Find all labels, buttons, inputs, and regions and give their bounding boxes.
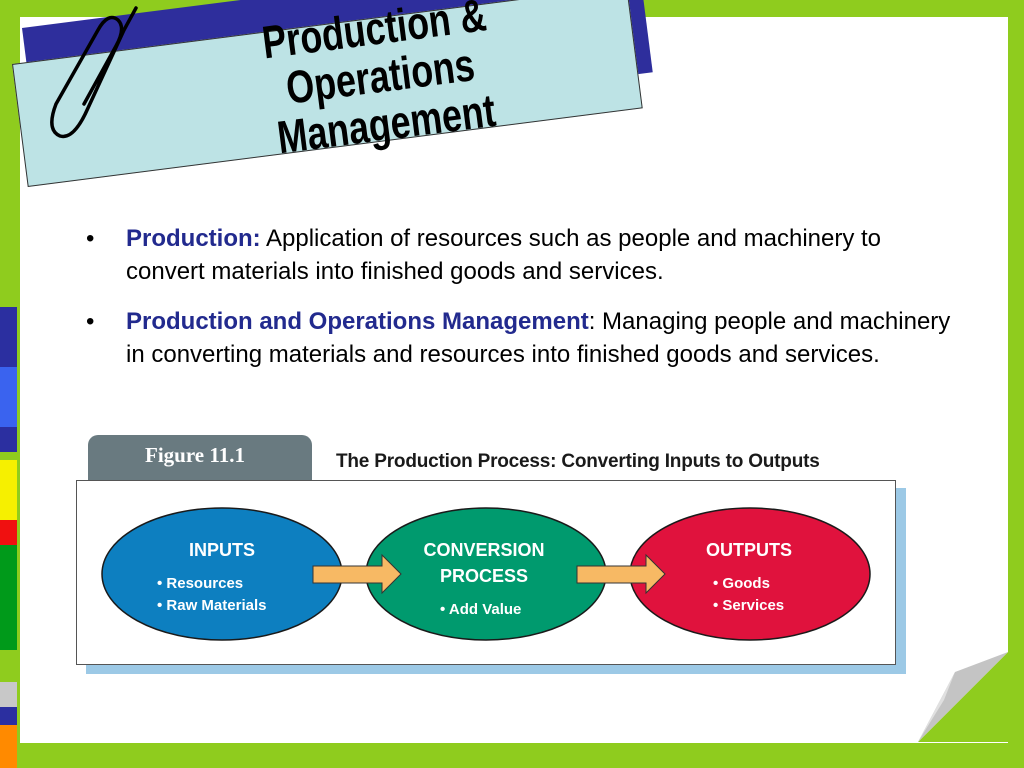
side-strip-blue — [0, 367, 17, 427]
conversion-item: • Add Value — [440, 601, 521, 618]
outputs-item: • Services — [713, 597, 784, 614]
outputs-heading: OUTPUTS — [706, 540, 792, 560]
bullet-list: • Production: Application of resources s… — [86, 222, 956, 388]
figure-label: Figure 11.1 — [145, 443, 245, 467]
outputs-item: • Goods — [713, 575, 770, 592]
conversion-heading: CONVERSION — [423, 540, 544, 560]
paperclip-icon — [50, 6, 138, 139]
side-strip-yellow — [0, 460, 17, 520]
bullet-dot: • — [86, 308, 95, 335]
side-strip-gray — [0, 682, 17, 707]
inputs-item: • Resources — [157, 575, 243, 592]
side-strip-green — [0, 545, 17, 650]
figure-caption: The Production Process: Converting Input… — [336, 451, 820, 472]
bullet-text: : Managing people and machinery in conve… — [126, 308, 951, 368]
bullet-dot: • — [86, 225, 95, 252]
outputs-ellipse — [629, 507, 871, 641]
conversion-heading-2: PROCESS — [440, 566, 528, 586]
side-strip-red — [0, 520, 17, 545]
inputs-item: • Raw Materials — [157, 597, 266, 614]
bullet-term: Production: — [126, 225, 261, 252]
side-strip-navy-2 — [0, 427, 17, 452]
bullet-term: Production and Operations Management — [126, 308, 589, 335]
side-strip-orange — [0, 725, 17, 768]
bullet-item-pom: • Production and Operations Management: … — [86, 305, 956, 371]
figure-tab — [88, 435, 312, 483]
side-strip-navy-3 — [0, 707, 17, 725]
bullet-item-production: • Production: Application of resources s… — [86, 222, 956, 288]
side-strip-navy — [0, 307, 17, 367]
inputs-heading: INPUTS — [189, 540, 255, 560]
arrow-right-icon — [576, 553, 666, 595]
bullet-text: Application of resources such as people … — [126, 225, 882, 285]
inputs-ellipse — [101, 507, 343, 641]
arrow-right-icon — [312, 553, 402, 595]
